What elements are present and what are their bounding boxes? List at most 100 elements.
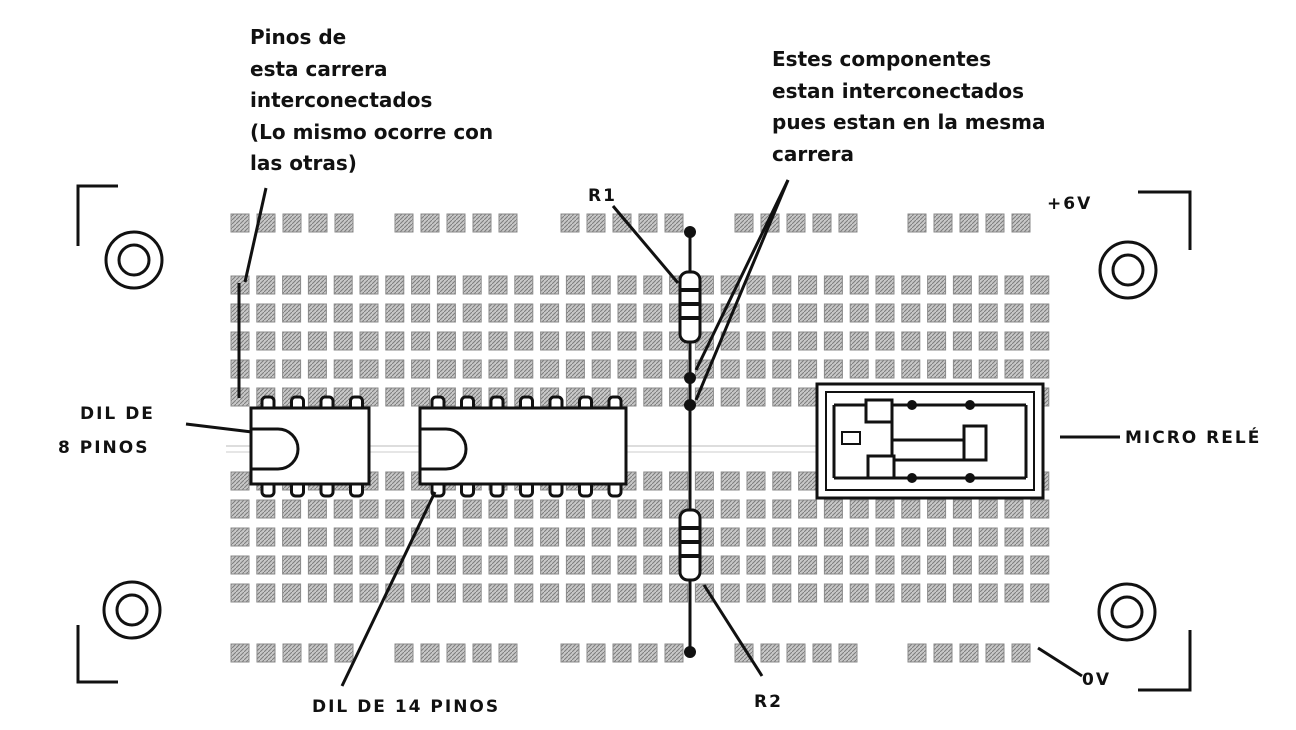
contact-hole [617, 583, 637, 603]
contact-hole [849, 275, 869, 295]
contact-hole [256, 303, 276, 323]
contact-hole [823, 303, 843, 323]
leader-line-zero-v [1037, 646, 1083, 678]
leader-line-components-b [694, 179, 790, 401]
contact-hole [436, 275, 456, 295]
contact-hole [927, 303, 947, 323]
contact-hole [591, 275, 611, 295]
contact-hole [643, 359, 663, 379]
contact-hole [746, 275, 766, 295]
contact-hole [436, 359, 456, 379]
contact-hole [488, 527, 508, 547]
contact-hole [514, 275, 534, 295]
contact-hole [772, 387, 792, 407]
contact-hole [514, 527, 534, 547]
contact-hole [875, 555, 895, 575]
contact-hole [282, 555, 302, 575]
contact-hole [560, 643, 580, 663]
contact-hole [875, 303, 895, 323]
contact-hole [565, 275, 585, 295]
contact-hole [746, 303, 766, 323]
contact-hole [591, 527, 611, 547]
contact-hole [591, 359, 611, 379]
contact-hole [798, 359, 818, 379]
contact-hole [540, 527, 560, 547]
contact-hole [927, 331, 947, 351]
contact-hole [333, 527, 353, 547]
contact-hole [565, 583, 585, 603]
contact-hole [798, 527, 818, 547]
contact-hole [978, 583, 998, 603]
contact-hole [901, 555, 921, 575]
leader-line-dil14 [340, 491, 437, 687]
contact-hole [230, 643, 250, 663]
contact-hole [772, 555, 792, 575]
contact-hole [746, 331, 766, 351]
contact-hole [591, 331, 611, 351]
contact-hole [933, 643, 953, 663]
contact-hole [586, 643, 606, 663]
contact-hole [669, 583, 689, 603]
contact-hole [875, 275, 895, 295]
contact-hole [849, 499, 869, 519]
contact-hole [1030, 303, 1050, 323]
contact-hole [798, 303, 818, 323]
contact-hole [307, 303, 327, 323]
contact-hole [643, 583, 663, 603]
contact-hole [875, 527, 895, 547]
contact-hole [901, 331, 921, 351]
contact-hole [617, 359, 637, 379]
contact-hole [617, 527, 637, 547]
contact-hole [307, 359, 327, 379]
contact-hole [230, 471, 250, 491]
contact-hole [498, 643, 518, 663]
contact-hole [282, 643, 302, 663]
contact-hole [786, 643, 806, 663]
contact-hole [565, 303, 585, 323]
contact-hole [514, 331, 534, 351]
contact-hole [927, 527, 947, 547]
corner-bracket-top-left [76, 184, 118, 246]
contact-hole [823, 499, 843, 519]
contact-hole [411, 275, 431, 295]
contact-hole [875, 499, 895, 519]
contact-hole [952, 303, 972, 323]
contact-hole [959, 213, 979, 233]
dil-8-chip [249, 395, 371, 498]
contact-hole [849, 527, 869, 547]
contact-hole [978, 555, 998, 575]
contact-hole [282, 331, 302, 351]
contact-hole [230, 527, 250, 547]
contact-hole [901, 527, 921, 547]
contact-hole [838, 643, 858, 663]
contact-hole [875, 331, 895, 351]
contact-hole [927, 555, 947, 575]
contact-hole [927, 583, 947, 603]
contact-hole [282, 359, 302, 379]
contact-hole [643, 275, 663, 295]
note-line: Pinos de [250, 25, 347, 49]
contact-hole [978, 359, 998, 379]
contact-hole [359, 527, 379, 547]
contact-hole [385, 275, 405, 295]
contact-hole [849, 359, 869, 379]
micro-rele-label: MICRO RELÉ [1125, 428, 1262, 448]
contact-hole [334, 213, 354, 233]
contact-hole [359, 331, 379, 351]
contact-hole [472, 643, 492, 663]
contact-hole [333, 303, 353, 323]
contact-hole [560, 213, 580, 233]
contact-hole [875, 583, 895, 603]
contact-hole [772, 331, 792, 351]
contact-hole [643, 331, 663, 351]
contact-hole [720, 387, 740, 407]
contact-hole [333, 275, 353, 295]
contact-hole [256, 643, 276, 663]
contact-hole [540, 555, 560, 575]
contact-hole [746, 359, 766, 379]
r1-label: R1 [588, 186, 617, 206]
contact-hole [612, 213, 632, 233]
contact-hole [694, 583, 714, 603]
contact-hole [664, 643, 684, 663]
